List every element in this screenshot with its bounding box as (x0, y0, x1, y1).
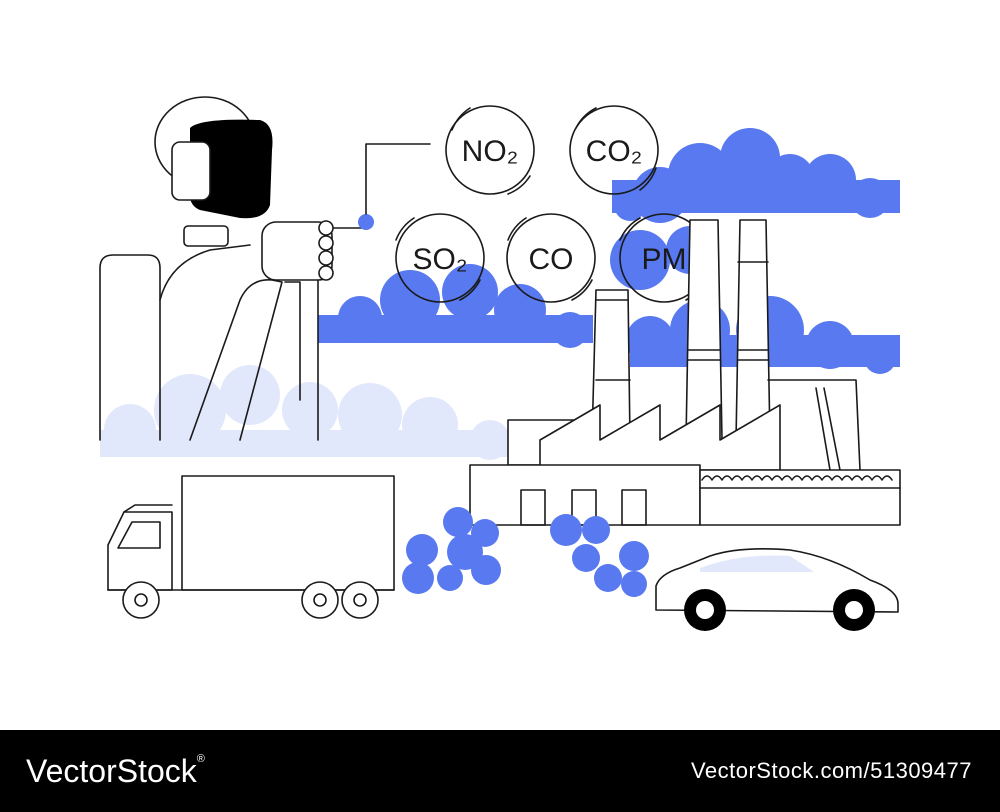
smoke-blobs (402, 507, 649, 597)
watermark-footer: VectorStock® VectorStock.com/51309477 (0, 730, 1000, 812)
label-pm: PM (642, 243, 687, 276)
brand-name: VectorStock (26, 752, 197, 789)
label-co: CO (529, 243, 574, 276)
brand-logo: VectorStock® (26, 753, 205, 790)
label-no2: NO₂ (462, 135, 519, 168)
truck (107, 475, 395, 619)
brand-url: VectorStock.com/51309477 (690, 758, 972, 783)
factory (469, 219, 901, 526)
car (655, 548, 899, 631)
person-in-protective-suit (99, 96, 431, 441)
gas-bubble-no2: NO₂ (445, 105, 535, 195)
brand-mark: ® (196, 752, 205, 765)
gas-bubble-pm: PM (619, 213, 709, 303)
gas-bubble-co2: CO₂ (569, 105, 659, 195)
gas-bubble-co: CO (506, 213, 596, 303)
label-so2: SO₂ (413, 243, 468, 276)
cloud-upper-right (612, 128, 900, 223)
label-co2: CO₂ (586, 135, 643, 168)
gas-bubble-so2: SO₂ (395, 213, 485, 303)
cloud-pale (100, 365, 530, 460)
air-pollution-illustration: NO₂ CO₂ SO₂ CO PM (99, 96, 901, 631)
